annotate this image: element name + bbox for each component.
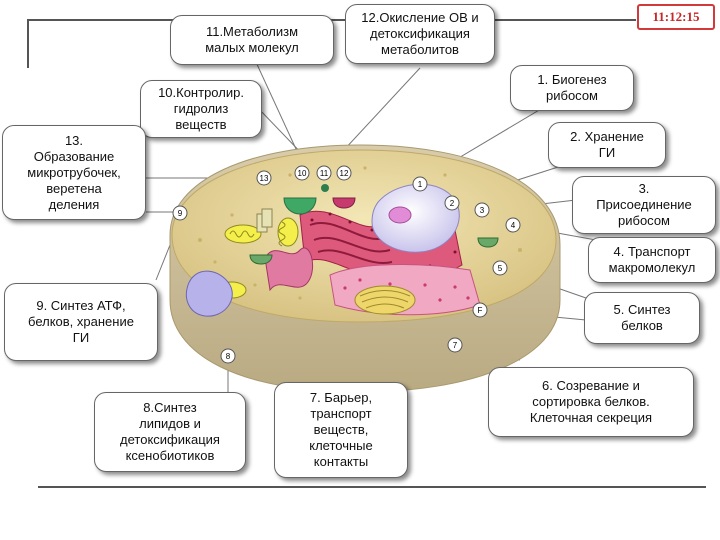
- golgi-apparatus: [354, 285, 416, 315]
- callout-9: 9. Синтез АТФ, белков, хранение ГИ: [4, 283, 158, 361]
- callout-7: 7. Барьер, транспорт веществ, клеточные …: [274, 382, 408, 478]
- vacuole: [185, 270, 233, 317]
- callout-10: 10.Контролир. гидролиз веществ: [140, 80, 262, 138]
- svg-text:2: 2: [450, 199, 455, 208]
- nucleolus: [388, 206, 412, 224]
- marker-7: 7: [447, 337, 463, 353]
- marker-2: 2: [444, 195, 460, 211]
- peroxisome: [283, 197, 317, 215]
- marker-10: 10: [294, 165, 310, 181]
- marker-6: F: [472, 302, 488, 318]
- ribosome-free: [321, 184, 329, 192]
- slide-timer: 11:12:15: [637, 4, 715, 30]
- callout-13: 13. Образование микротрубочек, веретена …: [2, 125, 146, 220]
- marker-11: 11: [316, 165, 332, 181]
- svg-text:3: 3: [480, 206, 485, 215]
- marker-8: 8: [220, 348, 236, 364]
- callout-11: 11.Метаболизм малых молекул: [170, 15, 334, 65]
- marker-4: 4: [505, 217, 521, 233]
- marker-13: 13: [256, 170, 272, 186]
- svg-text:5: 5: [498, 264, 503, 273]
- centrioles: [256, 208, 273, 233]
- callout-8: 8.Синтез липидов и детоксификация ксеноб…: [94, 392, 246, 472]
- callout-3: 3. Присоединение рибосом: [572, 176, 716, 234]
- marker-5: 5: [492, 260, 508, 276]
- svg-text:12: 12: [340, 169, 349, 178]
- svg-text:13: 13: [260, 174, 269, 183]
- callout-4: 4. Транспорт макромолекул: [588, 237, 716, 283]
- lysosome: [332, 197, 356, 209]
- callout-5: 5. Синтез белков: [584, 292, 700, 344]
- svg-text:F: F: [478, 306, 483, 315]
- marker-12: 12: [336, 165, 352, 181]
- svg-text:1: 1: [418, 180, 423, 189]
- vesicle: [249, 254, 273, 265]
- svg-text:4: 4: [511, 221, 516, 230]
- marker-1: 1: [412, 176, 428, 192]
- svg-text:8: 8: [226, 352, 231, 361]
- callout-12: 12.Окисление ОВ и детоксификация метабол…: [345, 4, 495, 64]
- nucleus: [371, 183, 460, 253]
- bottom-rule: [38, 486, 706, 488]
- markers: 1 2 3 4 5 F 7 8 9 10 11 12 13: [172, 165, 521, 364]
- svg-text:10: 10: [298, 169, 307, 178]
- vesicle-right: [477, 237, 499, 248]
- callout-6: 6. Созревание и сортировка белков. Клето…: [488, 367, 694, 437]
- smooth-er: [264, 247, 313, 292]
- svg-text:11: 11: [320, 169, 329, 178]
- marker-3: 3: [474, 202, 490, 218]
- svg-text:9: 9: [178, 209, 183, 218]
- marker-9: 9: [172, 205, 188, 221]
- callout-1: 1. Биогенез рибосом: [510, 65, 634, 111]
- svg-text:7: 7: [453, 341, 458, 350]
- callout-2: 2. Хранение ГИ: [548, 122, 666, 168]
